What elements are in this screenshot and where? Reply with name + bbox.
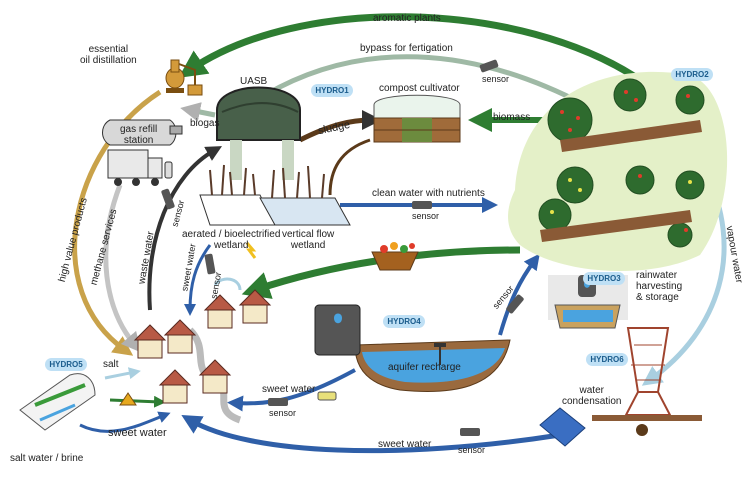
sensor-label-sweet-3: sensor — [458, 445, 486, 455]
waste-water-arrow — [147, 146, 222, 311]
hydro3-badge: HYDRO3 — [583, 272, 625, 285]
sensor-label-sweet-1: sensor — [269, 408, 297, 418]
aquifer-recharge — [314, 304, 511, 392]
salt-brine-label: salt water / brine — [10, 453, 84, 464]
hydro4-badge: HYDRO4 — [383, 315, 425, 328]
aromatic-plants-label: aromatic plants — [373, 13, 441, 24]
wetland-beds — [199, 164, 351, 259]
bypass-fertigation-label: bypass for fertigation — [360, 43, 453, 54]
salt-arrow — [104, 367, 141, 380]
hydro5-badge: HYDRO5 — [45, 358, 87, 371]
sweet-water-arrow-1 — [184, 244, 212, 316]
village — [133, 277, 272, 424]
gas-refill-label: gas refill station — [120, 124, 158, 146]
sensor-label-bypass: sensor — [482, 74, 510, 84]
sweet-water-label-1: sweet water — [262, 384, 316, 395]
biogas-arrow — [180, 102, 216, 122]
solar-panel-icon — [539, 407, 586, 447]
salt-label: salt — [103, 359, 119, 370]
sludge-arrow — [298, 110, 382, 143]
sensor-label-clean: sensor — [412, 211, 440, 221]
methane-services-arrow — [103, 184, 142, 353]
pineapple-arrow — [109, 395, 166, 408]
uasb-label: UASB — [240, 76, 268, 87]
vertical-wetland-label: vertical flow wetland — [282, 229, 335, 251]
biogas-label: biogas — [190, 118, 220, 129]
water-condensation-label: water condensation — [562, 385, 622, 407]
essential-oil-label: essential oil distillation — [80, 44, 137, 66]
desalination-arrow — [79, 411, 171, 433]
sweet-water-arrow-2 — [227, 368, 356, 412]
compost-return-arrow — [328, 138, 371, 196]
gas-refill-station — [102, 119, 183, 146]
biomass-label: biomass — [493, 112, 531, 123]
hydro2-badge: HYDRO2 — [671, 68, 713, 81]
compost-cultivator — [373, 94, 461, 143]
produce-basket-icon — [371, 242, 419, 271]
aquifer-label: aquifer recharge — [388, 362, 461, 373]
hydro6-badge: HYDRO6 — [586, 353, 628, 366]
desalination-greenhouse — [19, 373, 137, 431]
aquifer-sensor-arrow — [498, 253, 540, 336]
high-value-products-arrow — [72, 89, 162, 356]
rainwater-label: rainwater harvesting & storage — [636, 270, 683, 303]
compost-cultivator-label: compost cultivator — [379, 83, 460, 94]
permaculture-garden — [508, 71, 728, 272]
bypass-fertigation-arrow — [263, 54, 594, 110]
distillation-still-icon — [165, 59, 203, 96]
hydro1-badge: HYDRO1 — [311, 84, 353, 97]
clean-water-label: clean water with nutrients — [372, 188, 485, 199]
sweet-water-label-3: sweet water — [378, 439, 432, 450]
uasb-reactor — [216, 86, 301, 180]
aromatic-plants-arrow — [178, 13, 644, 84]
sweet-water-arrow-3 — [181, 414, 561, 454]
sensor-icons — [161, 59, 524, 436]
aerated-wetland-label: aerated / bioelectrified wetland — [182, 229, 281, 251]
methane-truck-icon — [107, 149, 173, 186]
fog-collector-tower — [592, 327, 702, 436]
sweet-water-label-2: sweet water — [108, 427, 167, 439]
